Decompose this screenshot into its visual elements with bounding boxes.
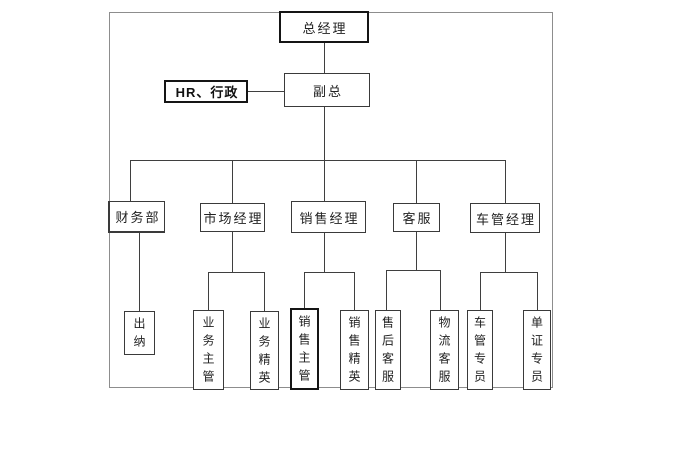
connector-deputy-trunk (324, 107, 325, 160)
connector-drop-biz-elite (264, 272, 265, 311)
connector-drop-sales-elite (354, 272, 355, 310)
connector-hr-deputy (248, 91, 284, 92)
connector-sales-down (324, 233, 325, 272)
node-documentation-specialist: 单证专员 (523, 310, 551, 390)
connector-marketing-down (232, 232, 233, 272)
connector-drop-logistics (440, 270, 441, 310)
connector-service-down (416, 232, 417, 270)
node-customer-service: 客服 (393, 203, 440, 232)
node-logistics-service: 物流客服 (430, 310, 459, 390)
connector-marketing-split (208, 272, 264, 273)
connector-drop-fleet-specialist (480, 272, 481, 310)
connector-drop-fleet (505, 160, 506, 203)
node-marketing-manager: 市场经理 (200, 203, 265, 232)
node-hr-admin: HR、行政 (164, 80, 248, 103)
connector-drop-service (416, 160, 417, 203)
node-fleet-specialist: 车管专员 (467, 310, 493, 390)
connector-drop-doc-specialist (537, 272, 538, 310)
connector-drop-finance (130, 160, 131, 201)
connector-fleet-down (505, 233, 506, 272)
connector-fleet-split (480, 272, 537, 273)
connector-finance-cashier (139, 233, 140, 311)
node-finance-dept: 财务部 (108, 201, 165, 233)
node-cashier: 出纳 (124, 311, 155, 355)
node-aftersales-service: 售后客服 (375, 310, 401, 390)
node-fleet-manager: 车管经理 (470, 203, 540, 233)
connector-drop-biz-supervisor (208, 272, 209, 310)
node-sales-elite: 销售精英 (340, 310, 369, 390)
connector-sales-split (304, 272, 354, 273)
node-business-elite: 业务精英 (250, 311, 279, 390)
connector-gm-deputy (324, 43, 325, 73)
connector-drop-sales (324, 160, 325, 201)
node-general-manager: 总经理 (279, 11, 369, 43)
node-sales-supervisor: 销售主管 (290, 308, 319, 390)
connector-drop-sales-supervisor (304, 272, 305, 308)
connector-trunk (130, 160, 506, 161)
connector-drop-marketing (232, 160, 233, 203)
connector-service-split (386, 270, 440, 271)
node-deputy-general-manager: 副总 (284, 73, 370, 107)
node-sales-manager: 销售经理 (291, 201, 366, 233)
node-business-supervisor: 业务主管 (193, 310, 224, 390)
connector-drop-aftersales (386, 270, 387, 310)
